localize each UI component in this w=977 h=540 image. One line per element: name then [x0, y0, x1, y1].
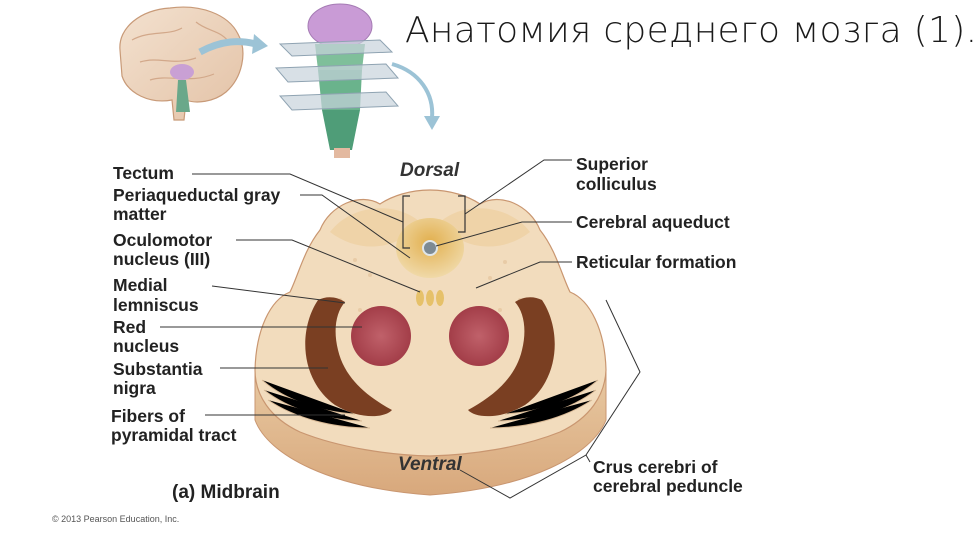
label-medial-line1: Medial	[113, 275, 168, 295]
label-dorsal: Dorsal	[400, 160, 460, 181]
label-crus-line2: cerebral peduncle	[593, 476, 743, 496]
caption-letter: (a)	[172, 482, 196, 503]
label-medial-line2: lemniscus	[113, 295, 199, 315]
label-fibers-line1: Fibers of	[111, 406, 185, 426]
oculomotor-nucleus	[416, 290, 444, 306]
label-substantia-line2: nigra	[113, 378, 156, 398]
label-fibers-line2: pyramidal tract	[111, 425, 237, 445]
label-periaqueductal-line2: matter	[113, 204, 167, 224]
label-periaqueductal-line1: Periaqueductal gray	[113, 185, 281, 205]
leader-lines-right	[435, 159, 641, 499]
page-title: Анатомия среднего мозга (1).	[405, 10, 977, 51]
brain-icon	[119, 6, 244, 121]
label-ventral: Ventral	[398, 454, 462, 475]
red-nucleus-right	[449, 306, 509, 366]
label-tectum: Tectum	[113, 163, 174, 183]
label-reticular: Reticular formation	[576, 252, 737, 272]
label-superior-line2: colliculus	[576, 174, 657, 194]
label-aqueduct: Cerebral aqueduct	[576, 212, 730, 232]
figure-caption: (a) Midbrain	[172, 482, 280, 504]
brainstem-icon	[274, 3, 400, 158]
caption-text: Midbrain	[200, 482, 280, 503]
substantia-nigra-right	[468, 297, 555, 417]
label-red-line2: nucleus	[113, 336, 180, 356]
leader-lines-left	[160, 173, 421, 416]
label-substantia-line1: Substantia	[113, 359, 203, 379]
label-crus-line1: Crus cerebri of	[593, 457, 718, 477]
midbrain-section	[254, 189, 607, 496]
copyright: © 2013 Pearson Education, Inc.	[52, 514, 180, 524]
label-oculomotor-line2: nucleus (III)	[113, 249, 211, 269]
arrow-icon	[198, 38, 257, 56]
arrow-down-icon	[391, 62, 435, 119]
label-red-line1: Red	[113, 317, 147, 337]
label-superior-line1: Superior	[576, 154, 648, 174]
label-oculomotor-line1: Oculomotor	[113, 230, 213, 250]
red-nucleus-left	[351, 306, 411, 366]
